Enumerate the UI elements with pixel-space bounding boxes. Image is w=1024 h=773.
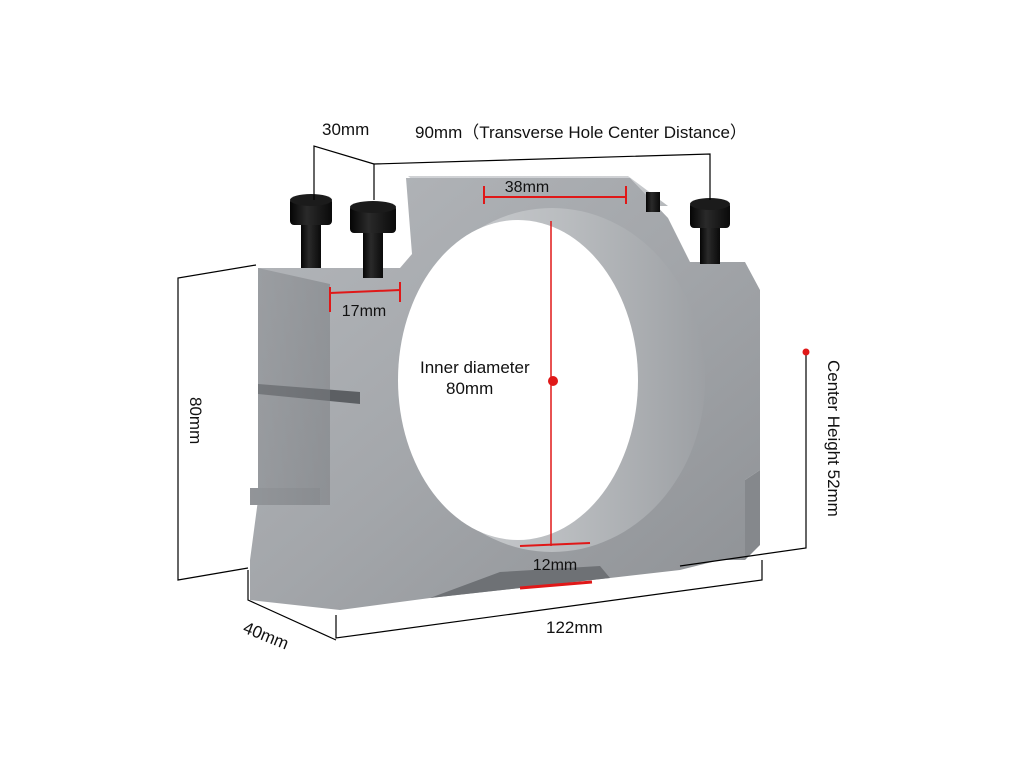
bolt-back-right (646, 192, 660, 212)
label-length: 122mm (546, 618, 603, 637)
hl-17mm (329, 289, 401, 294)
dim-line-90mm (373, 153, 711, 200)
label-inner-diameter-value: 80mm (446, 379, 493, 398)
bore-opening (398, 220, 638, 540)
left-side-face (250, 268, 330, 505)
label-center-height: Center Height 52mm (824, 360, 843, 517)
dim-line-122mm (335, 560, 763, 639)
hl-12mm-top (519, 542, 591, 547)
dim-line-30mm (313, 145, 375, 200)
right-notch (745, 470, 760, 560)
bolt-back-left (290, 194, 332, 268)
center-height-dot (802, 348, 810, 356)
label-depth-bottom: 40mm (241, 618, 292, 653)
bolt-front-right (690, 198, 730, 264)
dimension-lines (177, 145, 807, 641)
dim-line-center-height (679, 352, 807, 567)
dim-line-40mm (247, 570, 337, 641)
hl-12mm-bottom (519, 580, 593, 590)
label-hole-distance: 90mm（Transverse Hole Center Distance） (415, 123, 747, 142)
label-inner-diameter: Inner diameter (420, 358, 530, 377)
label-depth-top: 30mm (322, 120, 369, 139)
label-bottom-slot: 12mm (533, 557, 577, 574)
label-slot-width: 17mm (342, 303, 386, 320)
bolts (290, 192, 730, 278)
label-top-flat: 38mm (505, 179, 549, 196)
label-height: 80mm (186, 397, 205, 444)
bolt-front-left (350, 201, 396, 278)
bottom-slot (430, 566, 610, 598)
center-dot (548, 376, 558, 386)
dim-line-80mm (177, 264, 257, 581)
